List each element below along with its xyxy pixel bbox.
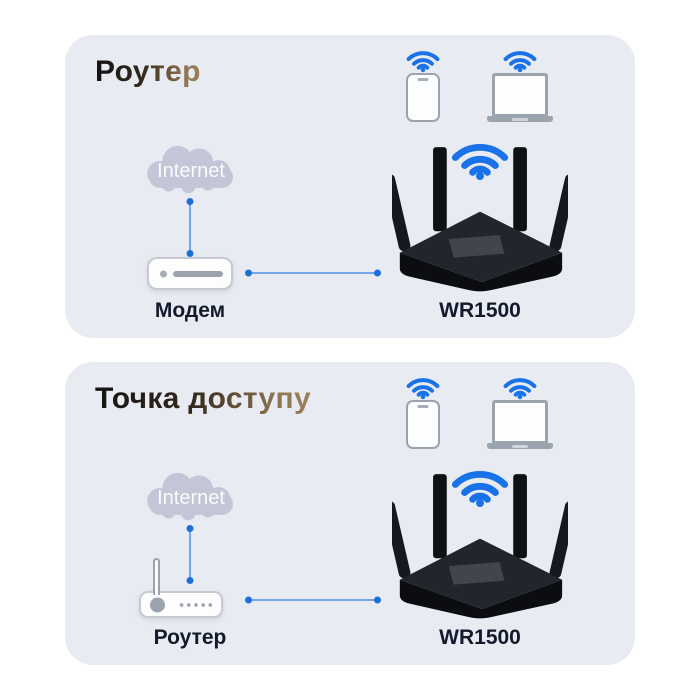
modem-icon [147,257,233,290]
internet-label: Internet [157,486,225,509]
connector-internet-to-modem [189,202,191,253]
wifi-icon [502,375,538,400]
wr1500-router-image [392,145,568,292]
wr1500-router-image [392,472,568,619]
smartphone-icon [406,73,440,122]
connector-modem-to-wr1500 [249,272,377,274]
internet-cloud: Internet [139,145,243,195]
laptop-screen [492,73,548,117]
laptop-icon [487,73,553,122]
internet-cloud: Internet [139,472,243,522]
source-device-label: Модем [154,299,226,322]
source-device-label: Роутер [153,626,227,649]
panel-title: Роутер [95,55,201,88]
laptop-base [487,116,553,122]
product-label: WR1500 [439,299,521,322]
wifi-icon [405,375,441,400]
router-leds [178,602,214,607]
laptop-screen [492,400,548,444]
panel-router-mode: Роутер Internet Модем WR1500 [65,35,635,338]
wifi-icon [405,48,441,73]
router-antenna [153,558,160,595]
smartphone-icon [406,400,440,449]
wifi-icon [502,48,538,73]
laptop-base [487,443,553,449]
panel-title: Точка доступу [95,382,311,415]
connector-internet-to-router [189,529,191,580]
laptop-icon [487,400,553,449]
product-label: WR1500 [439,626,521,649]
panel-access-point-mode: Точка доступу Internet Роутер WR1500 [65,362,635,665]
internet-label: Internet [157,159,225,182]
connector-router-to-wr1500 [249,599,377,601]
router-icon [139,558,223,618]
